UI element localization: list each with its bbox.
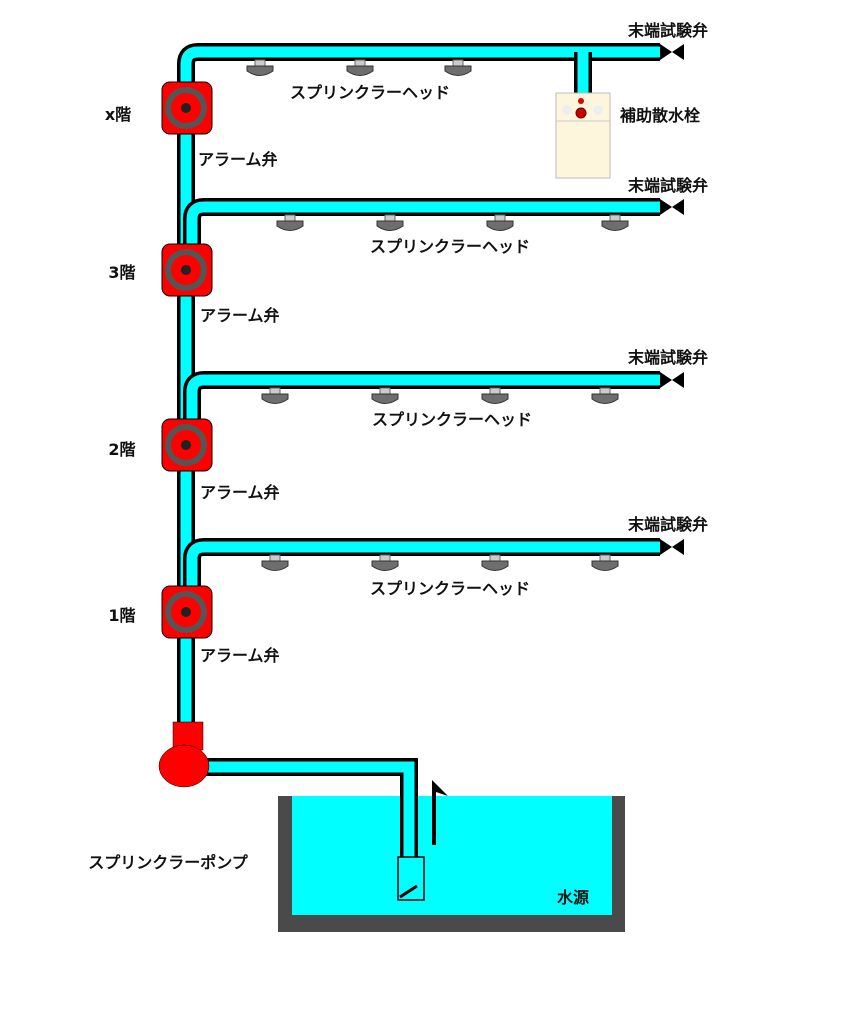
- pump-label: スプリンクラーポンプ: [88, 853, 249, 872]
- suction-pipe: [200, 761, 415, 858]
- floor-label: 2階: [108, 440, 135, 459]
- sprinkler-head: [486, 220, 514, 231]
- hydrant-button: [575, 107, 587, 119]
- alarm-valve-core: [181, 265, 191, 275]
- alarm-valve-label: アラーム弁: [200, 646, 280, 665]
- sprinkler-head: [261, 560, 289, 571]
- sprinkler-head-stem: [494, 214, 506, 222]
- end-test-valve-icon: [660, 44, 684, 60]
- auxiliary-hydrant: [555, 92, 611, 179]
- sprinkler-head-stem: [254, 59, 266, 67]
- sprinkler-head-stem: [269, 554, 281, 562]
- sprinkler-head-stem: [284, 214, 296, 222]
- sprinkler-head-label: スプリンクラーヘッド: [370, 237, 530, 256]
- floor-label: 3階: [108, 263, 135, 282]
- alarm-valve-label: アラーム弁: [200, 306, 280, 325]
- branch-pipe: [186, 541, 660, 592]
- alarm-valve-core: [181, 103, 191, 113]
- end-test-valve-label: 末端試験弁: [628, 21, 708, 40]
- sprinkler-head: [261, 393, 289, 404]
- sprinkler-head: [591, 393, 619, 404]
- alarm-valve-core: [181, 607, 191, 617]
- riser-pipe: [180, 46, 660, 722]
- pump-body: [158, 744, 210, 788]
- sprinkler-head-stem: [609, 214, 621, 222]
- sprinkler-head-stem: [379, 554, 391, 562]
- sprinkler-head: [591, 560, 619, 571]
- sprinkler-head: [601, 220, 629, 231]
- hydrant-lamp-left: [562, 105, 572, 115]
- sprinkler-head-stem: [489, 554, 501, 562]
- branch-pipe: [186, 201, 660, 250]
- end-test-valve-label: 末端試験弁: [628, 515, 708, 534]
- hydrant-indicator: [578, 98, 584, 104]
- sprinkler-head: [444, 65, 472, 76]
- sprinkler-head-label: スプリンクラーヘッド: [372, 410, 532, 429]
- sprinkler-head-stem: [269, 387, 281, 395]
- floor-label: x階: [105, 105, 131, 124]
- sprinkler-head-stem: [489, 387, 501, 395]
- sprinkler-head-stem: [452, 59, 464, 67]
- floor-label: 1階: [108, 606, 135, 625]
- sprinkler-head: [246, 65, 274, 76]
- sprinkler-head: [481, 560, 509, 571]
- sprinkler-head: [276, 220, 304, 231]
- water-source-label: 水源: [557, 888, 589, 907]
- end-test-valve-label: 末端試験弁: [628, 176, 708, 195]
- sprinkler-head: [481, 393, 509, 404]
- alarm-valve-label: アラーム弁: [200, 483, 280, 502]
- end-test-valve-icon: [660, 539, 684, 555]
- sprinkler-head-stem: [599, 554, 611, 562]
- sprinkler-head-label: スプリンクラーヘッド: [370, 579, 530, 598]
- sprinkler-head-stem: [384, 214, 396, 222]
- end-test-valve-label: 末端試験弁: [628, 348, 708, 367]
- sprinkler-head-stem: [379, 387, 391, 395]
- branch-pipe: [186, 374, 660, 425]
- hydrant-lamp-right: [593, 105, 603, 115]
- tank-water: [292, 796, 612, 915]
- alarm-valve-core: [181, 440, 191, 450]
- flow-arrow-icon: [432, 780, 448, 845]
- alarm-valve-label: アラーム弁: [198, 150, 278, 169]
- sprinkler-head-stem: [354, 59, 366, 67]
- water-tank: [278, 796, 625, 932]
- hydrant-label: 補助散水栓: [619, 106, 701, 125]
- sprinkler-head-label: スプリンクラーヘッド: [290, 83, 450, 102]
- end-test-valve-icon: [660, 199, 684, 215]
- sprinkler-head: [376, 220, 404, 231]
- foot-valve: [397, 856, 425, 901]
- foot-valve-flap: [399, 884, 418, 899]
- sprinkler-head-stem: [599, 387, 611, 395]
- sprinkler-head: [346, 65, 374, 76]
- end-test-valve-icon: [660, 372, 684, 388]
- sprinkler-head: [371, 560, 399, 571]
- sprinkler-head: [371, 393, 399, 404]
